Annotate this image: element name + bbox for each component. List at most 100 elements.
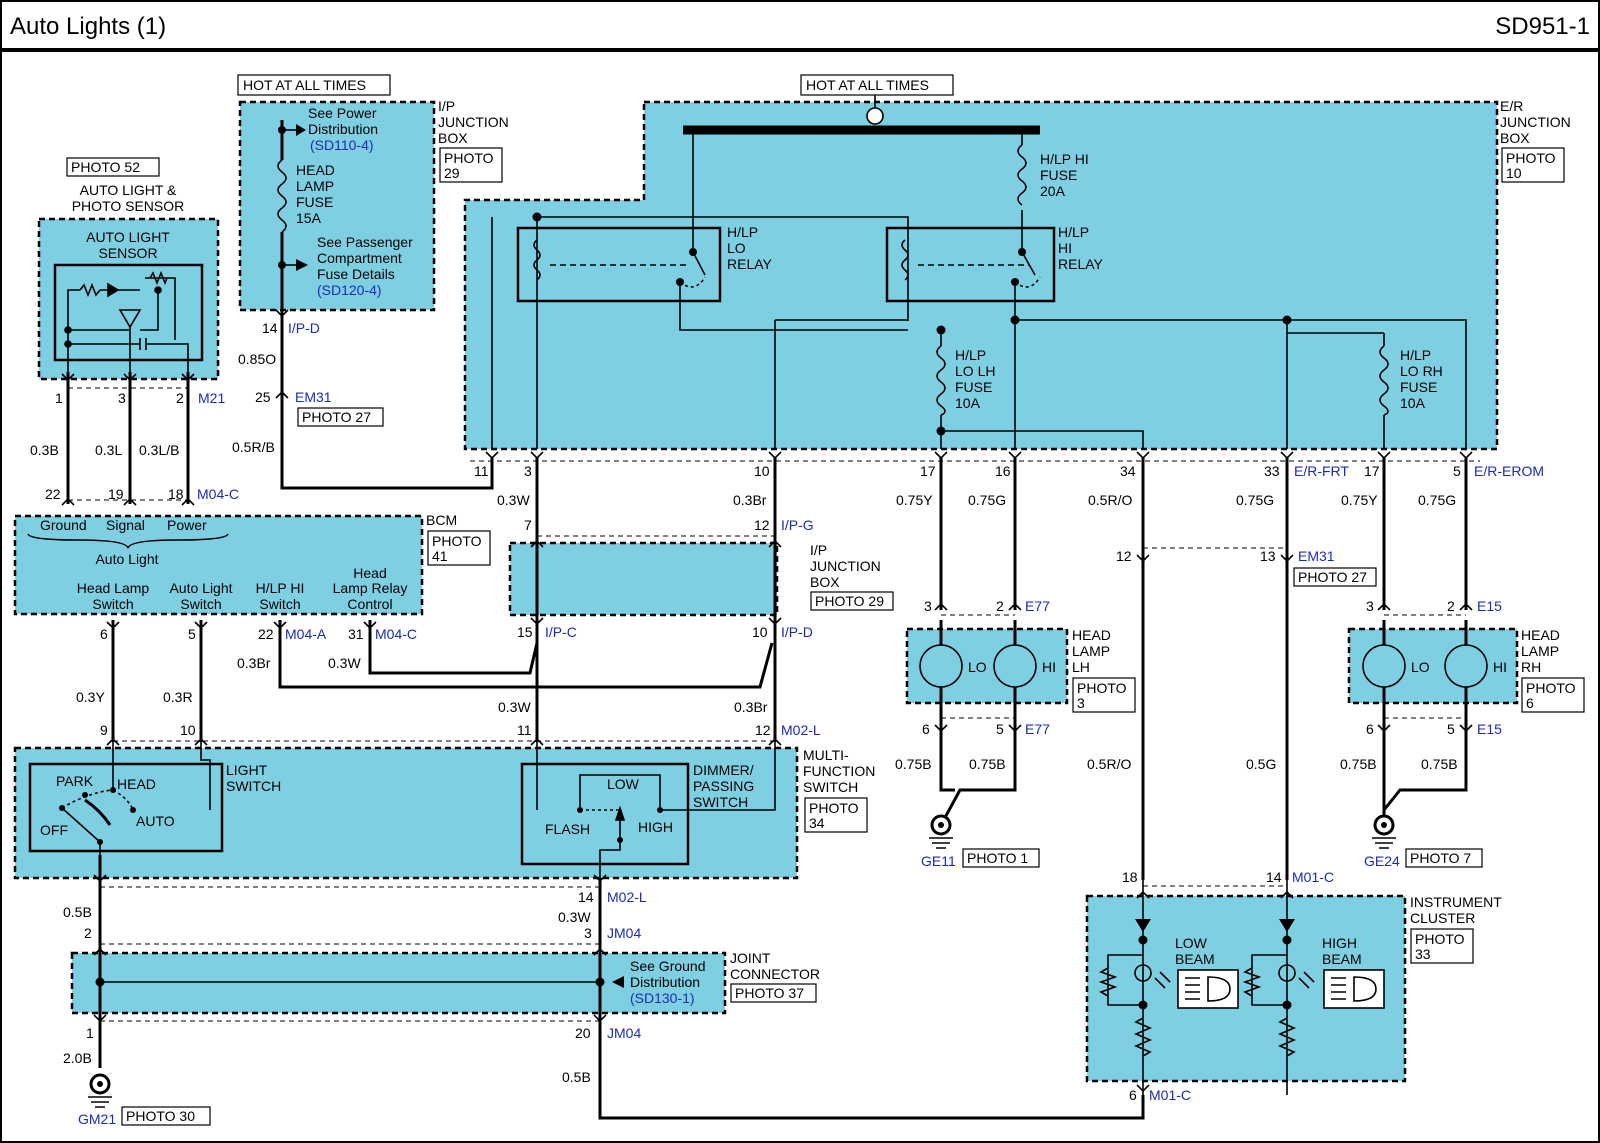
svg-text:0.3W: 0.3W (498, 699, 531, 715)
svg-text:11: 11 (474, 463, 489, 479)
svg-text:LAMP: LAMP (1521, 643, 1559, 659)
svg-text:15: 15 (517, 624, 533, 640)
svg-text:6: 6 (922, 721, 930, 737)
svg-text:BOX: BOX (1500, 130, 1530, 146)
svg-text:3: 3 (584, 925, 592, 941)
svg-text:Fuse Details: Fuse Details (317, 266, 395, 282)
pin-label: 10 (180, 722, 196, 738)
svg-text:3: 3 (118, 390, 126, 406)
svg-text:18: 18 (168, 486, 184, 502)
svg-text:22: 22 (45, 486, 61, 502)
svg-text:RELAY: RELAY (727, 256, 773, 272)
connector-label: I/P-D (781, 624, 813, 640)
svg-text:FUSE: FUSE (296, 194, 333, 210)
connector-label: M04-C (197, 486, 239, 502)
pin-label: 12 (755, 722, 771, 738)
photo-label: PHOTO 1 (967, 850, 1028, 866)
svg-text:Ground: Ground (40, 517, 87, 533)
svg-text:LO: LO (1411, 659, 1430, 675)
svg-text:0.3L/B: 0.3L/B (139, 442, 179, 458)
pin-label: 9 (100, 722, 108, 738)
light-switch-label: LIGHT (226, 762, 268, 778)
svg-text:29: 29 (444, 165, 460, 181)
svg-text:33: 33 (1264, 463, 1280, 479)
svg-text:H/LP HI: H/LP HI (256, 580, 305, 596)
svg-text:JUNCTION: JUNCTION (438, 114, 509, 130)
pin-label: 13 (1260, 548, 1276, 564)
svg-text:JUNCTION: JUNCTION (1500, 114, 1571, 130)
svg-text:BEAM: BEAM (1322, 951, 1362, 967)
svg-text:2: 2 (176, 390, 184, 406)
light-switch (28, 762, 224, 853)
svg-text:6: 6 (1129, 1087, 1137, 1103)
svg-text:BOX: BOX (810, 574, 840, 590)
see-ground-ref[interactable]: (SD130-1) (630, 990, 695, 1006)
dimmer-switch (520, 762, 690, 866)
svg-text:FUSE: FUSE (1400, 379, 1437, 395)
pin-label: 14 (1266, 869, 1282, 885)
svg-text:LO: LO (968, 659, 987, 675)
svg-text:0.75Y: 0.75Y (1341, 492, 1378, 508)
svg-text:17: 17 (920, 463, 936, 479)
connector-label: M02-L (607, 889, 647, 905)
connector-label: M21 (198, 390, 225, 406)
svg-text:20: 20 (575, 1025, 591, 1041)
svg-text:PASSING: PASSING (693, 778, 754, 794)
svg-text:10: 10 (752, 624, 768, 640)
ip-box-mid-name: I/P (810, 542, 827, 558)
connector-label: M01-C (1149, 1087, 1191, 1103)
hot-label-er: HOT AT ALL TIMES (806, 77, 929, 93)
svg-text:0.3Br: 0.3Br (733, 492, 767, 508)
er-box-name: E/R (1500, 98, 1523, 114)
sensor-pins: 1 3 2 M21 0.3B 0.3L 0.3L/B (30, 390, 225, 458)
joint-name: JOINT (730, 950, 771, 966)
svg-text:10: 10 (754, 463, 770, 479)
pin-label: 7 (524, 517, 532, 533)
svg-text:0.3R: 0.3R (163, 689, 193, 705)
dimmer-label: DIMMER/ (693, 762, 754, 778)
svg-text:FUSE: FUSE (1040, 167, 1077, 183)
svg-text:0.75B: 0.75B (1340, 756, 1377, 772)
diagram-code: SD951-1 (1495, 13, 1590, 40)
svg-text:1: 1 (86, 1025, 94, 1041)
pin-label: 12 (1116, 548, 1132, 564)
svg-text:HI: HI (1493, 659, 1507, 675)
lo-relay-label: H/LP (727, 224, 758, 240)
svg-text:0.75Y: 0.75Y (896, 492, 933, 508)
svg-text:HEAD: HEAD (117, 776, 156, 792)
high-beam-label: HIGH (1322, 935, 1357, 951)
see-passenger-ref[interactable]: (SD120-4) (317, 282, 382, 298)
svg-text:3: 3 (524, 463, 532, 479)
svg-text:Power: Power (167, 517, 207, 533)
see-power-ref[interactable]: (SD110-4) (310, 137, 374, 153)
svg-text:OFF: OFF (40, 822, 68, 838)
photo-label: PHOTO (432, 533, 482, 549)
svg-text:0.5B: 0.5B (63, 904, 92, 920)
see-ground-text: See Ground (630, 958, 706, 974)
pin-label: 18 (1122, 869, 1138, 885)
svg-text:LAMP: LAMP (1072, 643, 1110, 659)
svg-text:0.5B: 0.5B (562, 1069, 591, 1085)
svg-text:17: 17 (1364, 463, 1380, 479)
svg-text:0.3Br: 0.3Br (237, 655, 271, 671)
svg-text:5: 5 (996, 721, 1004, 737)
connector-label: EM31 (295, 389, 332, 405)
mfs-name: MULTI- (803, 747, 849, 763)
sensor-inner-title: SENSOR (98, 245, 157, 261)
svg-text:Head Lamp: Head Lamp (77, 580, 150, 596)
svg-text:0.75B: 0.75B (969, 756, 1006, 772)
svg-text:15A: 15A (296, 210, 322, 226)
svg-text:0.3W: 0.3W (328, 655, 361, 671)
multi-function-switch-box (13, 746, 799, 880)
svg-text:0.5R/O: 0.5R/O (1087, 756, 1131, 772)
svg-text:Head: Head (353, 565, 386, 581)
see-power-text: See Power (308, 105, 377, 121)
svg-text:10A: 10A (955, 395, 981, 411)
photo-label: PHOTO 27 (302, 409, 371, 425)
connector-label: M04-C (375, 626, 417, 642)
svg-text:1: 1 (55, 390, 63, 406)
joint-connector-box (70, 951, 727, 1015)
hot-label-ip: HOT AT ALL TIMES (243, 77, 366, 93)
svg-text:Switch: Switch (259, 596, 300, 612)
lo-relay (516, 226, 722, 303)
